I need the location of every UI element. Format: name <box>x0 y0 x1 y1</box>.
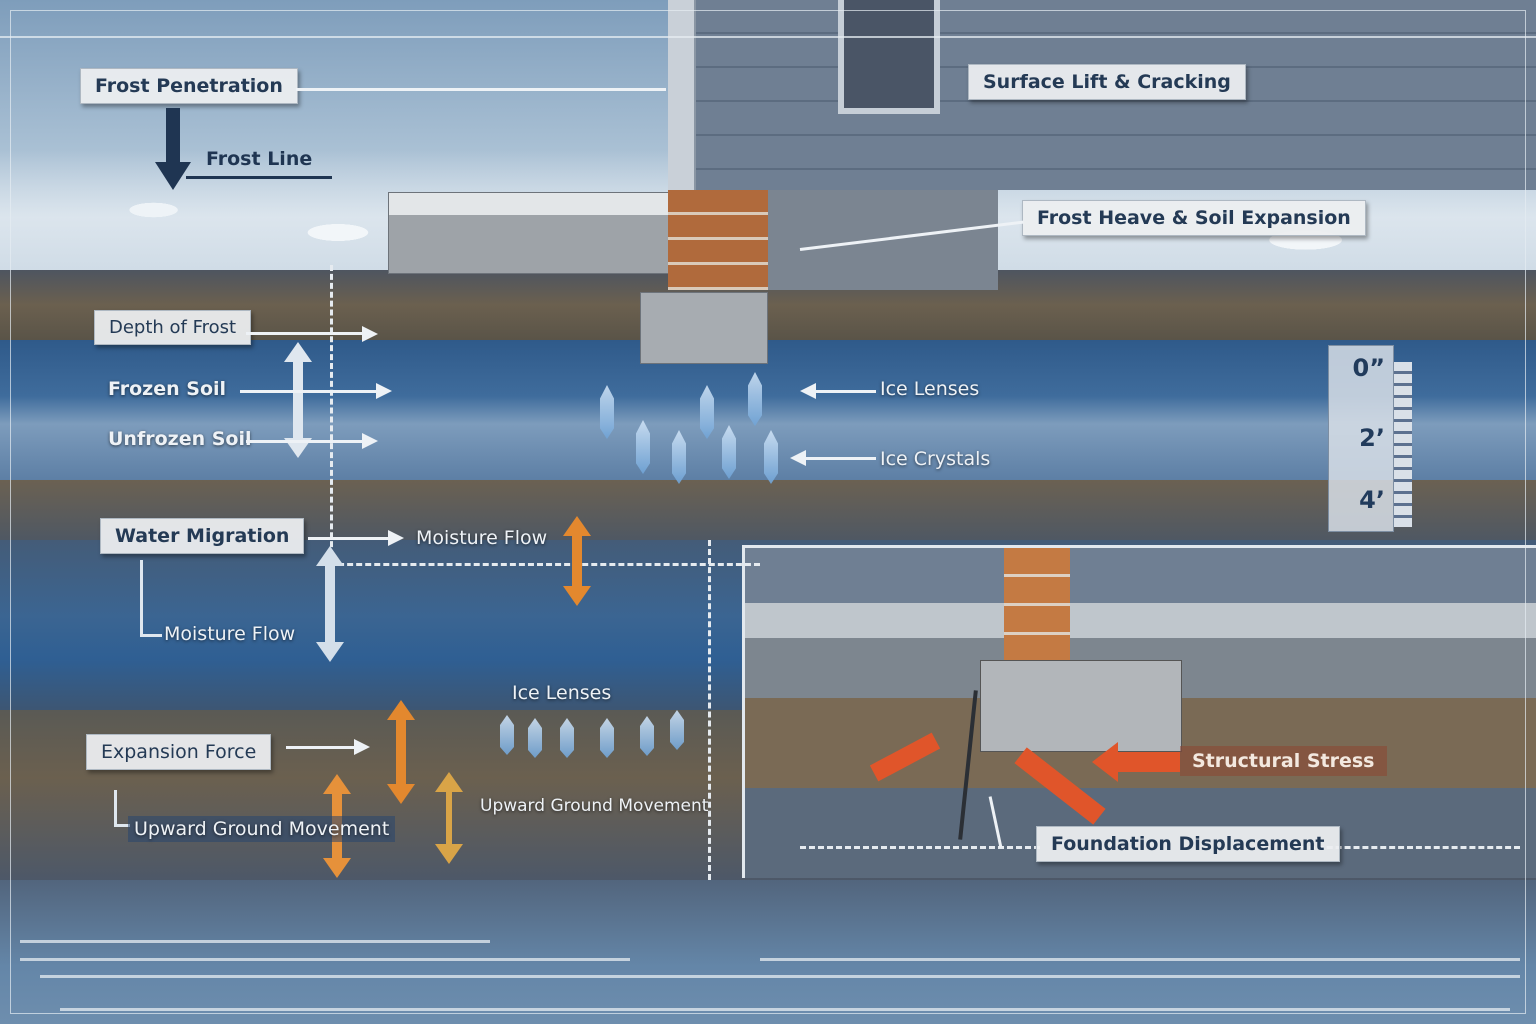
depth-ruler: 0” 2’ 4’ <box>1328 345 1394 532</box>
ruler-mark-4: 4’ <box>1359 486 1385 514</box>
ice-crystal-icon <box>500 715 514 755</box>
house-corner-trim <box>668 0 696 190</box>
stress-arrow-head-icon <box>1092 742 1118 782</box>
ruler-mark-2: 2’ <box>1359 424 1385 452</box>
label-structural-stress: Structural Stress <box>1180 746 1387 776</box>
stress-arrow-right-icon <box>1110 752 1180 772</box>
ice-crystal-icon <box>528 718 542 758</box>
leader-line <box>114 790 117 826</box>
concrete-slab <box>388 192 672 274</box>
depth-double-arrow-icon <box>284 342 312 458</box>
brick-pier <box>668 190 768 290</box>
arrow-right-icon <box>362 433 378 449</box>
leader-line <box>286 746 356 749</box>
label-unfrozen-soil: Unfrozen Soil <box>108 428 252 450</box>
ice-crystal-icon <box>672 430 686 484</box>
inset-brick-pier <box>1004 548 1070 666</box>
frost-down-arrow-head-icon <box>155 162 191 190</box>
ice-crystal-icon <box>748 372 762 426</box>
label-water-migration: Water Migration <box>100 518 305 554</box>
label-frost-line: Frost Line <box>206 148 313 170</box>
ice-crystal-icon <box>600 718 614 758</box>
ice-crystal-icon <box>640 716 654 756</box>
frost-down-arrow-icon <box>166 108 180 166</box>
arrow-left-icon <box>790 450 806 466</box>
leader-line <box>140 634 162 637</box>
frame-line <box>40 975 1520 978</box>
leader-line <box>114 824 130 827</box>
leader-line <box>804 457 876 460</box>
leader-line <box>140 560 143 636</box>
displacement-line-left <box>800 846 1040 849</box>
arrow-right-icon <box>354 739 370 755</box>
ice-crystal-icon <box>722 425 736 479</box>
label-depth-of-frost: Depth of Frost <box>94 310 252 345</box>
house-window <box>838 0 940 114</box>
frost-line-rule <box>186 176 332 179</box>
label-frozen-soil: Frozen Soil <box>108 378 227 400</box>
label-ice-crystals: Ice Crystals <box>880 448 991 470</box>
ice-crystal-icon <box>560 718 574 758</box>
leader-line <box>246 440 366 443</box>
frame-line <box>20 940 490 943</box>
leader-line <box>814 390 876 393</box>
bedrock-layer <box>0 880 1536 1024</box>
frame-line <box>0 36 1536 38</box>
label-foundation-displacement: Foundation Displacement <box>1036 826 1340 862</box>
ice-crystal-icon <box>636 420 650 474</box>
label-expansion-force: Expansion Force <box>86 734 272 770</box>
leader-line <box>240 390 380 393</box>
label-frost-penetration: Frost Penetration <box>80 68 298 104</box>
ice-crystal-icon <box>700 385 714 439</box>
ruler-ticks <box>1394 362 1412 527</box>
label-moisture-flow-left: Moisture Flow <box>164 623 296 645</box>
label-ice-lenses-top: Ice Lenses <box>880 378 980 400</box>
label-upward-ground-movement-mid: Upward Ground Movement <box>480 796 709 816</box>
ruler-mark-0: 0” <box>1352 354 1385 382</box>
arrow-right-icon <box>376 383 392 399</box>
inset-footing-block <box>980 660 1182 752</box>
moisture-double-arrow-icon <box>316 546 344 662</box>
upward-movement-small-arrow-icon <box>435 772 463 864</box>
leader-line <box>296 88 666 91</box>
concrete-footing <box>640 292 768 364</box>
arrow-left-icon <box>800 383 816 399</box>
label-moisture-flow-right: Moisture Flow <box>416 527 548 549</box>
frame-line <box>760 958 1520 961</box>
expansion-double-arrow-icon <box>387 700 415 804</box>
label-frost-heave-soil-expansion: Frost Heave & Soil Expansion <box>1022 200 1366 236</box>
label-upward-ground-movement-left: Upward Ground Movement <box>128 816 396 842</box>
leader-line <box>308 537 392 540</box>
outer-frame <box>10 10 1526 1014</box>
arrow-right-icon <box>388 530 404 546</box>
displacement-line-right <box>1300 846 1520 849</box>
orange-double-arrow-icon <box>563 516 591 606</box>
frame-line <box>20 958 630 961</box>
ice-crystal-icon <box>670 710 684 750</box>
section-divider <box>708 540 711 880</box>
arrow-right-icon <box>362 326 378 342</box>
label-ice-lenses-mid: Ice Lenses <box>512 682 612 704</box>
leader-line <box>246 332 366 335</box>
frost-depth-guide <box>330 265 333 565</box>
frame-line <box>60 1008 1510 1011</box>
ice-crystal-icon <box>600 385 614 439</box>
frost-line-dashed <box>320 563 760 566</box>
label-surface-lift-cracking: Surface Lift & Cracking <box>968 64 1246 100</box>
ice-crystal-icon <box>764 430 778 484</box>
